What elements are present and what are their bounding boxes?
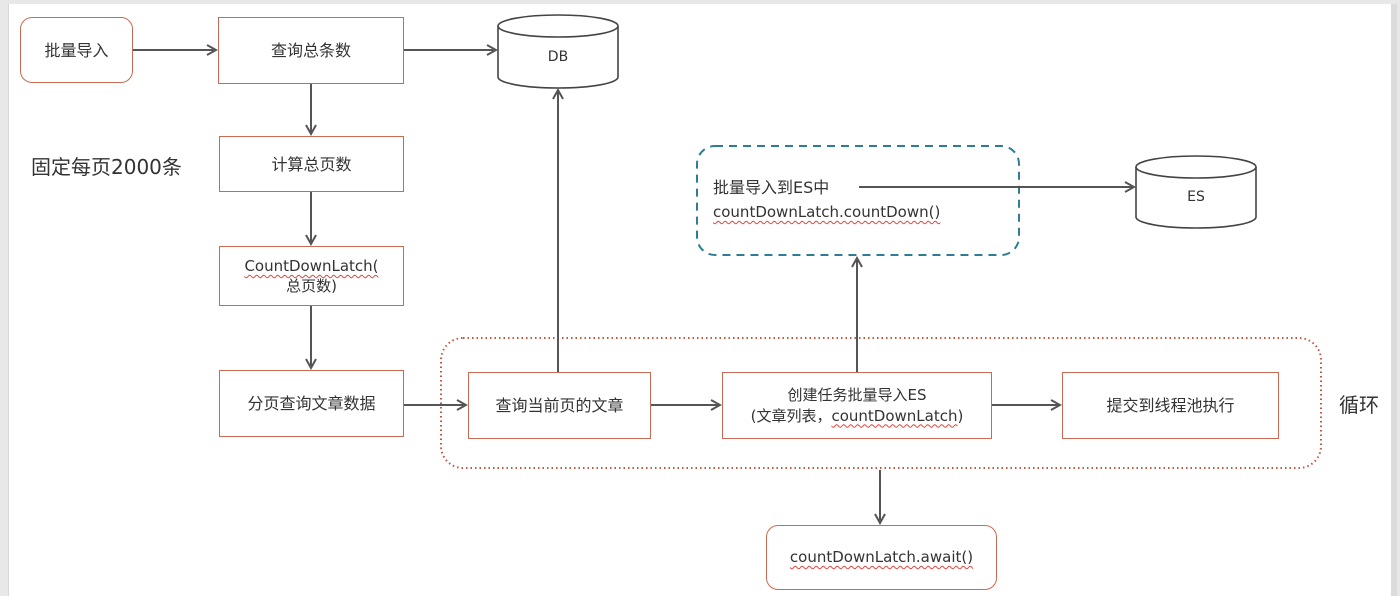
node-create-task-line2-prefix: (文章列表， — [750, 406, 832, 425]
loop-group-border — [440, 337, 1322, 469]
node-submit-threadpool[interactable]: 提交到线程池执行 — [1062, 372, 1279, 439]
async-task-box-border — [696, 145, 1020, 256]
connectors-layer — [132, 14, 1322, 596]
loop-label: 循环 — [1339, 393, 1379, 417]
node-query-current-page[interactable]: 查询当前页的文章 — [468, 372, 651, 439]
node-create-task-line2-code: countDownLatch — [831, 406, 958, 425]
async-task-line1: 批量导入到ES中 — [713, 178, 830, 197]
node-batch-import[interactable]: 批量导入 — [20, 17, 133, 83]
node-paged-query-label: 分页查询文章数据 — [247, 394, 376, 413]
node-await-label: countDownLatch.await() — [789, 548, 974, 566]
node-query-total-count[interactable]: 查询总条数 — [218, 17, 404, 84]
node-paged-query[interactable]: 分页查询文章数据 — [219, 370, 404, 437]
async-task-line2: countDownLatch.countDown() — [713, 203, 941, 221]
page-size-note: 固定每页2000条 — [31, 155, 182, 179]
async-task-box[interactable]: 批量导入到ES中 countDownLatch.countDown() — [713, 176, 940, 224]
diagram-canvas: 批量导入 查询总条数 固定每页2000条 计算总页数 CountDownLatc… — [8, 4, 1397, 596]
es-label: ES — [1187, 189, 1205, 205]
node-countdownlatch[interactable]: CountDownLatch( 总页数) — [219, 246, 404, 306]
node-query-total-count-label: 查询总条数 — [270, 41, 351, 60]
node-await[interactable]: countDownLatch.await() — [766, 525, 997, 590]
es-cylinder — [1135, 155, 1257, 229]
node-query-current-page-label: 查询当前页的文章 — [495, 396, 624, 415]
node-submit-threadpool-label: 提交到线程池执行 — [1106, 396, 1235, 415]
node-create-task-line1: 创建任务批量导入ES — [787, 385, 927, 404]
db-cylinder — [497, 14, 619, 89]
node-calc-total-pages[interactable]: 计算总页数 — [219, 136, 404, 192]
node-create-task[interactable]: 创建任务批量导入ES (文章列表，countDownLatch) — [722, 372, 992, 439]
node-calc-total-pages-label: 计算总页数 — [271, 154, 352, 174]
node-create-task-line2-suffix: ) — [957, 406, 964, 425]
node-countdownlatch-line1: CountDownLatch( — [244, 257, 379, 275]
node-countdownlatch-line2: 总页数) — [286, 277, 337, 295]
node-batch-import-label: 批量导入 — [44, 40, 109, 60]
db-label: DB — [547, 49, 569, 65]
